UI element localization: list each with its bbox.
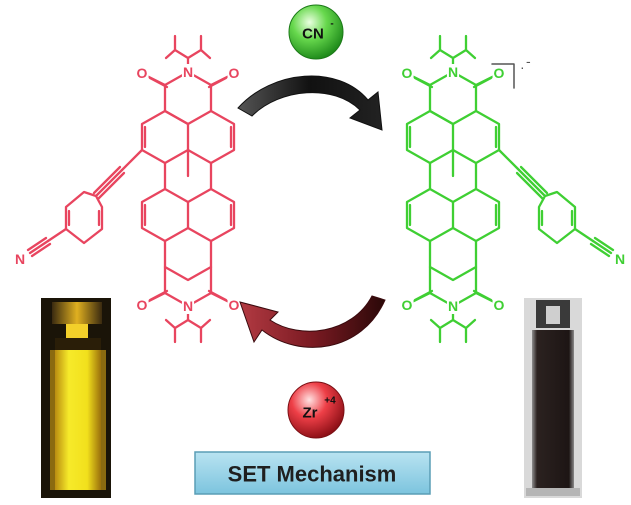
zirconium-symbol: Zr <box>303 405 318 422</box>
nitrogen-atom-label: N <box>183 298 193 314</box>
cyanide-symbol: CN <box>302 26 324 43</box>
nitrogen-atom-label: N <box>183 64 193 80</box>
cyanide-reagent-ball: CN - <box>288 4 344 60</box>
neutral-atom-labels: O N O O N O N <box>13 64 241 314</box>
oxygen-atom-label: O <box>137 65 148 81</box>
anion-atom-labels: O N O O N O N <box>400 64 627 314</box>
atom-label-halo <box>13 251 27 267</box>
radical-anion-bracket <box>491 63 515 89</box>
reverse-curved-arrow-icon <box>239 295 386 348</box>
radical-minus: - <box>526 53 531 69</box>
nitrogen-atom-label: N <box>448 64 458 80</box>
atom-label-halo <box>181 64 195 80</box>
oxygen-atom-label: O <box>494 65 505 81</box>
forward-curved-arrow-icon <box>237 75 383 131</box>
nitrogen-atom-label: N <box>448 298 458 314</box>
oxygen-atom-label: O <box>494 297 505 313</box>
atom-label-halo <box>227 65 241 81</box>
oxygen-atom-label: O <box>229 65 240 81</box>
atom-label-halo <box>492 297 506 313</box>
ethynyl-benzonitrile-arm <box>26 148 144 258</box>
dark-cuvette-photo <box>524 298 582 498</box>
neutral-perylene-diimide <box>26 34 236 344</box>
radical-anion-perylene-diimide <box>405 34 615 344</box>
radical-dot: · <box>520 59 525 75</box>
perylene-core <box>405 109 501 282</box>
atom-label-halo <box>492 65 506 81</box>
atom-label-halo <box>135 297 149 313</box>
perylene-core <box>140 109 236 282</box>
atom-label-halo <box>446 298 460 314</box>
oxygen-atom-label: O <box>402 65 413 81</box>
oxygen-atom-label: O <box>137 297 148 313</box>
cyanide-charge: - <box>330 19 333 30</box>
nitrogen-atom-label: N <box>15 251 25 267</box>
atom-label-halo <box>446 64 460 80</box>
mechanism-label-box: SET Mechanism <box>194 451 431 495</box>
atom-label-halo <box>135 65 149 81</box>
fluorescent-cuvette-photo <box>41 298 111 498</box>
zirconium-reagent-ball: Zr +4 <box>287 381 345 439</box>
ethynyl-benzonitrile-arm <box>497 148 615 258</box>
atom-label-halo <box>613 251 627 267</box>
atom-label-halo <box>400 65 414 81</box>
atom-label-halo <box>181 298 195 314</box>
oxygen-atom-label: O <box>229 297 240 313</box>
zirconium-charge: +4 <box>324 396 336 407</box>
atom-label-halo <box>400 297 414 313</box>
mechanism-label: SET Mechanism <box>228 462 397 487</box>
oxygen-atom-label: O <box>402 297 413 313</box>
nitrogen-atom-label: N <box>615 251 625 267</box>
atom-label-halo <box>227 297 241 313</box>
